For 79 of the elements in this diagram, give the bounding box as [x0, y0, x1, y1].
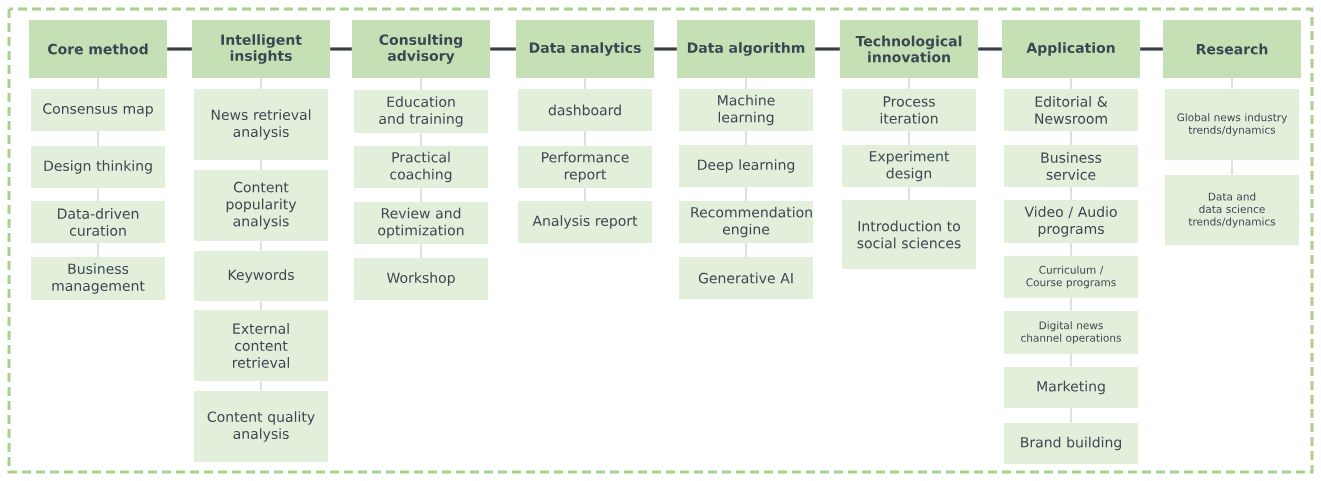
connector-line [330, 47, 352, 51]
category-box: Intelligent insights [192, 20, 330, 78]
connector-line [97, 130, 99, 147]
connector-line [908, 77, 910, 90]
connector-line [260, 77, 262, 90]
item-box: Business management [31, 257, 165, 300]
connector-line [260, 300, 262, 311]
connector-line [1070, 130, 1072, 146]
item-box: Keywords [194, 251, 328, 301]
item-box: Recommendation engine [679, 201, 813, 243]
item-box: Marketing [1004, 367, 1138, 408]
item-box: Brand building [1004, 423, 1138, 464]
connector-line [745, 130, 747, 146]
category-box: Data algorithm [677, 20, 815, 78]
item-box: Machine learning [679, 89, 813, 131]
item-box: Digital news channel operations [1004, 311, 1138, 354]
item-box: Global news industry trends/dynamics [1165, 89, 1299, 160]
connector-line [745, 77, 747, 90]
item-box: News retrieval analysis [194, 89, 328, 160]
connector-line [908, 130, 910, 146]
connector-line [584, 187, 586, 202]
item-box: Data and data science trends/dynamics [1165, 175, 1299, 245]
connector-line [1070, 186, 1072, 201]
connector-line [167, 47, 192, 51]
connector-line [654, 47, 677, 51]
connector-line [1140, 47, 1163, 51]
category-box: Research [1163, 20, 1301, 78]
category-box: Technological innovation [840, 20, 978, 78]
item-box: Editorial & Newsroom [1004, 89, 1138, 131]
connector-line [260, 380, 262, 392]
connector-line [420, 187, 422, 203]
item-box: Deep learning [679, 145, 813, 187]
item-box: Business service [1004, 145, 1138, 187]
connector-line [420, 77, 422, 91]
item-box: External content retrieval [194, 310, 328, 381]
item-box: dashboard [518, 89, 652, 131]
item-box: Review and optimization [354, 202, 488, 244]
category-box: Core method [29, 20, 167, 78]
connector-line [1070, 353, 1072, 368]
item-box: Workshop [354, 258, 488, 300]
item-box: Content popularity analysis [194, 170, 328, 241]
category-box: Consulting advisory [352, 20, 490, 78]
item-box: Curriculum / Course programs [1004, 256, 1138, 298]
connector-line [745, 242, 747, 258]
connector-line [260, 159, 262, 171]
item-box: Practical coaching [354, 146, 488, 188]
item-box: Analysis report [518, 201, 652, 243]
connector-line [97, 77, 99, 90]
connector-line [97, 242, 99, 258]
connector-line [1070, 242, 1072, 257]
connector-line [584, 130, 586, 147]
connector-line [420, 243, 422, 259]
item-box: Data-driven curation [31, 201, 165, 243]
item-box: Experiment design [842, 145, 976, 187]
connector-line [1070, 77, 1072, 90]
item-box: Video / Audio programs [1004, 200, 1138, 243]
item-box: Consensus map [31, 89, 165, 131]
connector-line [490, 47, 516, 51]
connector-line [1231, 159, 1233, 176]
connector-line [420, 132, 422, 147]
category-box: Data analytics [516, 20, 654, 78]
category-box: Application [1002, 20, 1140, 78]
connector-line [1070, 297, 1072, 312]
item-box: Design thinking [31, 146, 165, 188]
item-box: Introduction to social sciences [842, 200, 976, 269]
connector-line [815, 47, 840, 51]
item-box: Performance report [518, 146, 652, 188]
item-box: Content quality analysis [194, 391, 328, 462]
connector-line [260, 240, 262, 252]
connector-line [908, 186, 910, 201]
item-box: Generative AI [679, 257, 813, 299]
connector-line [745, 186, 747, 202]
connector-line [1231, 77, 1233, 90]
item-box: Education and training [354, 90, 488, 133]
item-box: Process iteration [842, 89, 976, 131]
connector-line [1070, 407, 1072, 424]
connector-line [584, 77, 586, 90]
connector-line [978, 47, 1002, 51]
connector-line [97, 187, 99, 202]
